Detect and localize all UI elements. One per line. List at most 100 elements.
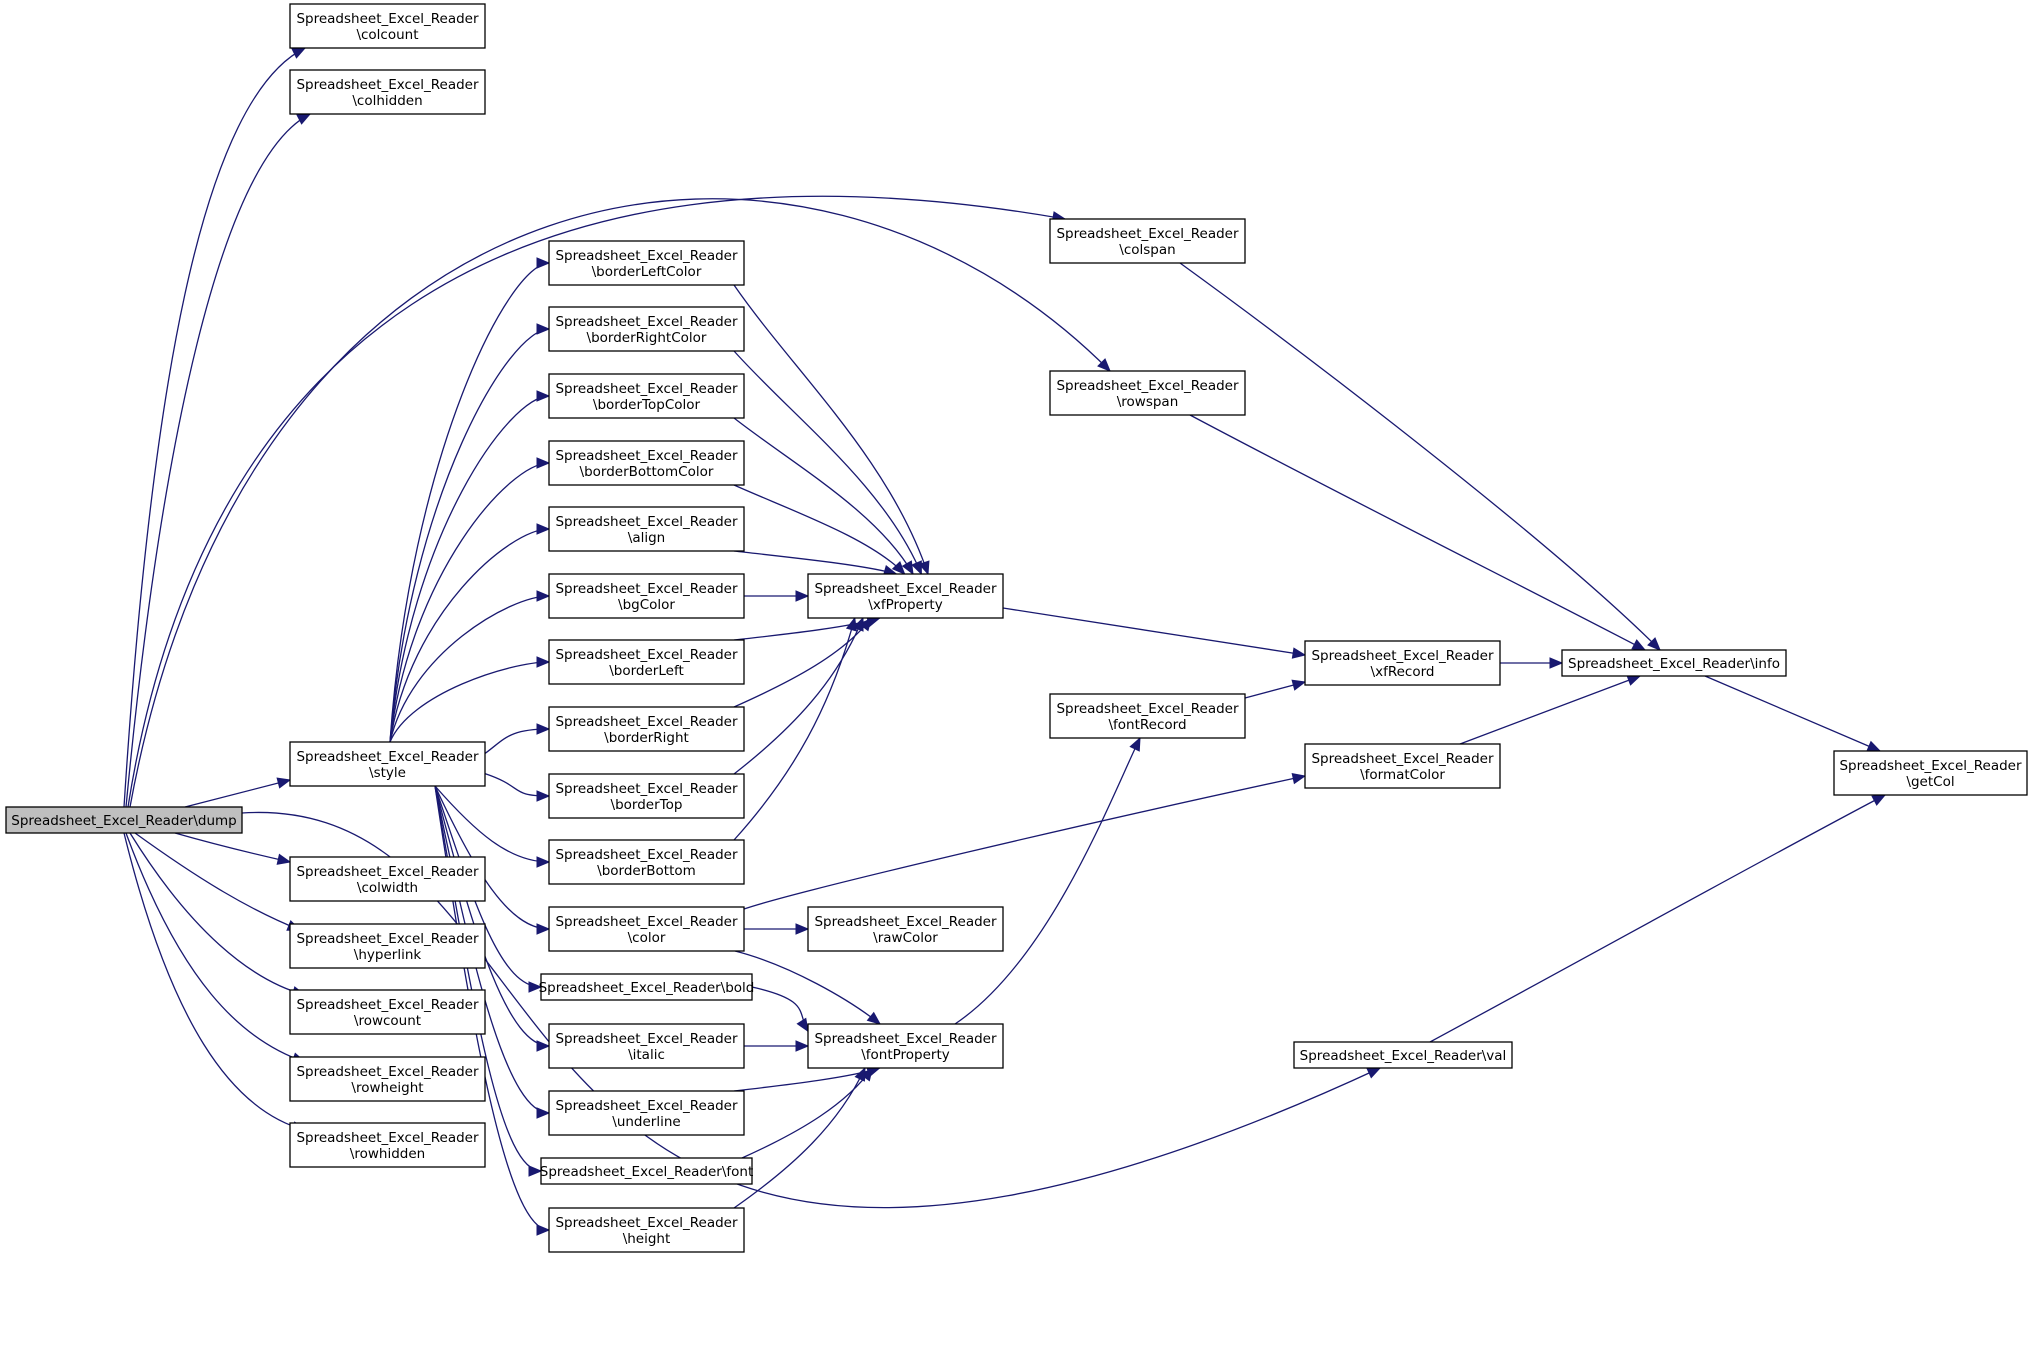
edge-style-to-color: [434, 785, 551, 935]
node-colspan[interactable]: Spreadsheet_Excel_Reader\colspan: [1049, 218, 1246, 264]
edge-line: [954, 737, 1141, 1025]
edge-line: [389, 661, 550, 743]
node-label-line: Spreadsheet_Excel_Reader: [296, 931, 479, 947]
node-color[interactable]: Spreadsheet_Excel_Reader\color: [548, 906, 745, 952]
edge-line: [125, 113, 311, 808]
node-box: [289, 923, 486, 969]
node-borderBottomColor[interactable]: Spreadsheet_Excel_Reader\borderBottomCol…: [548, 440, 745, 486]
node-rowcount[interactable]: Spreadsheet_Excel_Reader\rowcount: [289, 989, 486, 1035]
edge-style-to-borderRightColor: [389, 323, 551, 743]
edge-borderRightColor-to-xfProperty: [733, 350, 922, 576]
node-colhidden[interactable]: Spreadsheet_Excel_Reader\colhidden: [289, 69, 486, 115]
node-label-line: \colcount: [356, 27, 418, 43]
node-label-line: \borderTopColor: [593, 397, 701, 413]
node-fontProperty[interactable]: Spreadsheet_Excel_Reader\fontProperty: [807, 1023, 1004, 1069]
edge-line: [1179, 262, 1661, 651]
node-label-line: \underline: [612, 1114, 680, 1130]
node-box: [289, 1122, 486, 1168]
edge-line: [434, 785, 542, 988]
node-hyperlink[interactable]: Spreadsheet_Excel_Reader\hyperlink: [289, 923, 486, 969]
edge-arrowhead: [536, 656, 551, 668]
node-font[interactable]: Spreadsheet_Excel_Reader\font: [540, 1157, 753, 1185]
edge-dump-to-style: [184, 777, 292, 808]
node-box: [548, 906, 745, 952]
edge-arrowhead: [528, 981, 543, 993]
node-borderBottom[interactable]: Spreadsheet_Excel_Reader\borderBottom: [548, 839, 745, 885]
edge-arrowhead: [536, 923, 551, 935]
node-label-line: \fontRecord: [1108, 717, 1186, 733]
node-box: [548, 440, 745, 486]
node-label-line: \borderTop: [611, 797, 683, 813]
node-rowspan[interactable]: Spreadsheet_Excel_Reader\rowspan: [1049, 370, 1246, 416]
node-label-line: Spreadsheet_Excel_Reader: [555, 314, 738, 330]
edge-style-to-borderRight: [484, 723, 551, 755]
edge-line: [389, 462, 550, 743]
edge-line: [389, 595, 550, 743]
edge-line: [129, 832, 306, 996]
node-borderTop[interactable]: Spreadsheet_Excel_Reader\borderTop: [548, 773, 745, 819]
node-fontRecord[interactable]: Spreadsheet_Excel_Reader\fontRecord: [1049, 693, 1246, 739]
node-label-line: Spreadsheet_Excel_Reader\bold: [539, 980, 755, 996]
node-xfRecord[interactable]: Spreadsheet_Excel_Reader\xfRecord: [1304, 640, 1501, 686]
node-align[interactable]: Spreadsheet_Excel_Reader\align: [548, 506, 745, 552]
node-label-line: Spreadsheet_Excel_Reader: [555, 781, 738, 797]
node-rowheight[interactable]: Spreadsheet_Excel_Reader\rowheight: [289, 1056, 486, 1102]
node-xfProperty[interactable]: Spreadsheet_Excel_Reader\xfProperty: [807, 573, 1004, 619]
edge-arrowhead: [536, 790, 551, 802]
edge-arrowhead: [866, 1011, 882, 1025]
edge-arrowhead: [1626, 675, 1642, 686]
edge-formatColor-to-info: [1459, 675, 1642, 745]
node-italic[interactable]: Spreadsheet_Excel_Reader\italic: [548, 1023, 745, 1069]
edge-xfRecord-to-info: [1500, 657, 1564, 669]
node-formatColor[interactable]: Spreadsheet_Excel_Reader\formatColor: [1304, 743, 1501, 789]
edge-color-to-rawColor: [744, 923, 810, 935]
edge-arrowhead: [1871, 794, 1887, 806]
edge-color-to-fontProperty: [734, 950, 882, 1025]
edge-borderTop-to-xfProperty: [733, 616, 864, 775]
node-borderRightColor[interactable]: Spreadsheet_Excel_Reader\borderRightColo…: [548, 306, 745, 352]
node-colcount[interactable]: Spreadsheet_Excel_Reader\colcount: [289, 3, 486, 49]
node-borderLeft[interactable]: Spreadsheet_Excel_Reader\borderLeft: [548, 639, 745, 685]
node-colwidth[interactable]: Spreadsheet_Excel_Reader\colwidth: [289, 856, 486, 902]
edge-arrowhead: [1366, 1067, 1382, 1079]
node-borderLeftColor[interactable]: Spreadsheet_Excel_Reader\borderLeftColor: [548, 240, 745, 286]
node-label-line: \borderBottom: [597, 863, 696, 879]
edge-arrowhead: [795, 923, 810, 935]
node-label-line: Spreadsheet_Excel_Reader: [1839, 758, 2022, 774]
node-borderRight[interactable]: Spreadsheet_Excel_Reader\borderRight: [548, 706, 745, 752]
edge-arrowhead: [536, 856, 551, 868]
node-dump[interactable]: Spreadsheet_Excel_Reader\dump: [5, 806, 243, 834]
edge-info-to-getCol: [1704, 675, 1882, 752]
node-style[interactable]: Spreadsheet_Excel_Reader\style: [289, 741, 486, 787]
node-box: [548, 1023, 745, 1069]
node-height[interactable]: Spreadsheet_Excel_Reader\height: [548, 1207, 745, 1253]
edge-arrowhead: [1097, 358, 1111, 372]
node-val[interactable]: Spreadsheet_Excel_Reader\val: [1293, 1041, 1513, 1069]
node-underline[interactable]: Spreadsheet_Excel_Reader\underline: [548, 1090, 745, 1136]
edges-layer: [123, 47, 1887, 1236]
node-label-line: \rowspan: [1117, 394, 1179, 410]
node-label-line: Spreadsheet_Excel_Reader: [296, 11, 479, 27]
node-label-line: \rowheight: [351, 1080, 423, 1096]
node-box: [289, 69, 486, 115]
edge-arrowhead: [536, 1224, 551, 1236]
node-rowhidden[interactable]: Spreadsheet_Excel_Reader\rowhidden: [289, 1122, 486, 1168]
edge-style-to-borderLeft: [389, 656, 551, 743]
node-label-line: \borderRightColor: [587, 330, 707, 346]
node-label-line: \style: [369, 765, 406, 781]
node-bold[interactable]: Spreadsheet_Excel_Reader\bold: [539, 973, 755, 1001]
node-label-line: \formatColor: [1360, 767, 1445, 783]
node-rawColor[interactable]: Spreadsheet_Excel_Reader\rawColor: [807, 906, 1004, 952]
edge-rowspan-to-info: [1189, 414, 1647, 651]
node-getCol[interactable]: Spreadsheet_Excel_Reader\getCol: [1833, 750, 2028, 796]
node-box: [548, 639, 745, 685]
node-info[interactable]: Spreadsheet_Excel_Reader\info: [1561, 649, 1787, 677]
edge-line: [123, 47, 306, 808]
edge-line: [125, 832, 306, 1063]
node-borderTopColor[interactable]: Spreadsheet_Excel_Reader\borderTopColor: [548, 373, 745, 419]
node-bgColor[interactable]: Spreadsheet_Excel_Reader\bgColor: [548, 573, 745, 619]
node-box: [1293, 1041, 1513, 1069]
edge-line: [1459, 675, 1641, 745]
edge-arrowhead: [845, 616, 858, 632]
